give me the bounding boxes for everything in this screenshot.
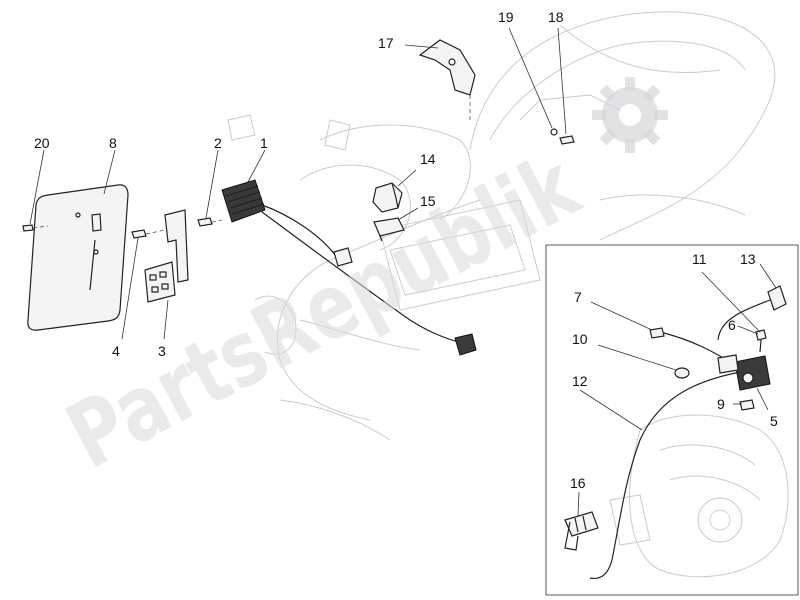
part-12-lead: [589, 371, 741, 580]
watermark-text: PartsRepublik: [51, 133, 596, 489]
part-13-plug-cap: [717, 285, 787, 341]
part-2-screw: [197, 217, 223, 227]
callout-1: 1: [260, 135, 268, 151]
callout-19: 19: [498, 9, 514, 25]
engine-outline: [609, 414, 789, 578]
leader-lines: [29, 27, 777, 517]
callout-10: 10: [572, 331, 588, 347]
callout-2: 2: [214, 135, 222, 151]
callout-11: 11: [692, 251, 707, 267]
callout-4: 4: [112, 343, 120, 359]
gear-icon: [592, 77, 668, 153]
part-6-bolt: [755, 329, 767, 353]
callout-labels: 1 2 3 4 5 6 7 8 9 10 11 12 13 14 15 16 1…: [34, 9, 778, 491]
callout-7: 7: [574, 289, 582, 305]
part-8-cover: [27, 184, 129, 331]
part-9-clip: [739, 399, 755, 411]
part-20-screw: [22, 224, 49, 232]
part-5-coil: [717, 354, 771, 391]
part-10-grommet: [674, 367, 690, 379]
part-15-socket: [373, 217, 405, 242]
part-19-washer: [550, 128, 558, 136]
part-4-screw: [131, 229, 166, 239]
part-1-regulator: [221, 179, 477, 356]
callout-8: 8: [109, 135, 117, 151]
scooter-body-outline: [227, 11, 776, 441]
callout-9: 9: [717, 396, 725, 412]
callout-6: 6: [728, 317, 736, 333]
callout-12: 12: [572, 373, 588, 389]
part-17-bracket: [418, 39, 476, 120]
part-18-bolt: [559, 135, 575, 145]
callout-3: 3: [158, 343, 166, 359]
callout-18: 18: [548, 9, 564, 25]
callout-15: 15: [420, 193, 436, 209]
callout-17: 17: [378, 35, 394, 51]
part-14-relay: [372, 182, 403, 213]
callout-16: 16: [570, 475, 586, 491]
callout-20: 20: [34, 135, 50, 151]
callout-13: 13: [740, 251, 756, 267]
part-3-plate: [144, 209, 189, 303]
part-16-spark-plug: [564, 511, 599, 551]
callout-14: 14: [420, 151, 436, 167]
inset-frame: [545, 244, 799, 596]
callout-5: 5: [770, 413, 778, 429]
